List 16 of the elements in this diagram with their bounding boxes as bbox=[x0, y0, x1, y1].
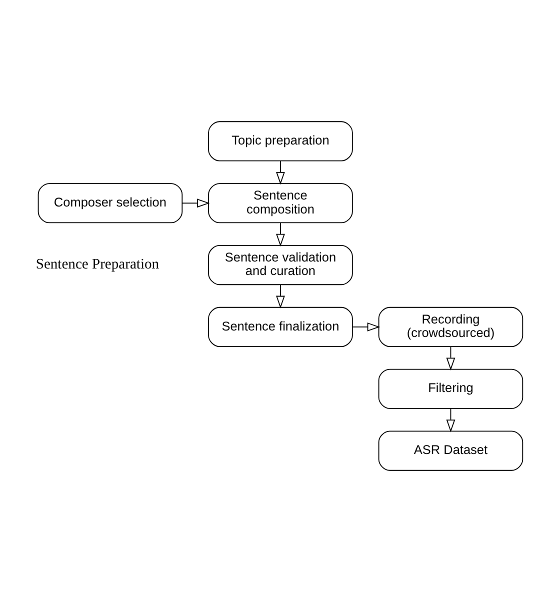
arrow bbox=[182, 198, 210, 208]
node-box: Recording (crowdsourced) bbox=[378, 306, 524, 346]
arrow bbox=[446, 346, 456, 370]
arrow bbox=[276, 222, 285, 246]
arrow bbox=[276, 284, 285, 308]
node-box: ASR Dataset bbox=[378, 430, 524, 470]
label: Sentence Preparation bbox=[36, 256, 160, 272]
node-box: Sentence validation and curation bbox=[208, 244, 353, 285]
node-box: Sentence finalization bbox=[208, 306, 353, 346]
node-box: Filtering bbox=[378, 368, 524, 408]
arrow bbox=[352, 322, 380, 331]
arrow bbox=[446, 408, 456, 432]
arrow bbox=[276, 160, 285, 184]
node-box: Sentence composition bbox=[208, 182, 353, 223]
node-box: Composer selection bbox=[38, 182, 183, 223]
node-box: Topic preparation bbox=[208, 120, 353, 161]
